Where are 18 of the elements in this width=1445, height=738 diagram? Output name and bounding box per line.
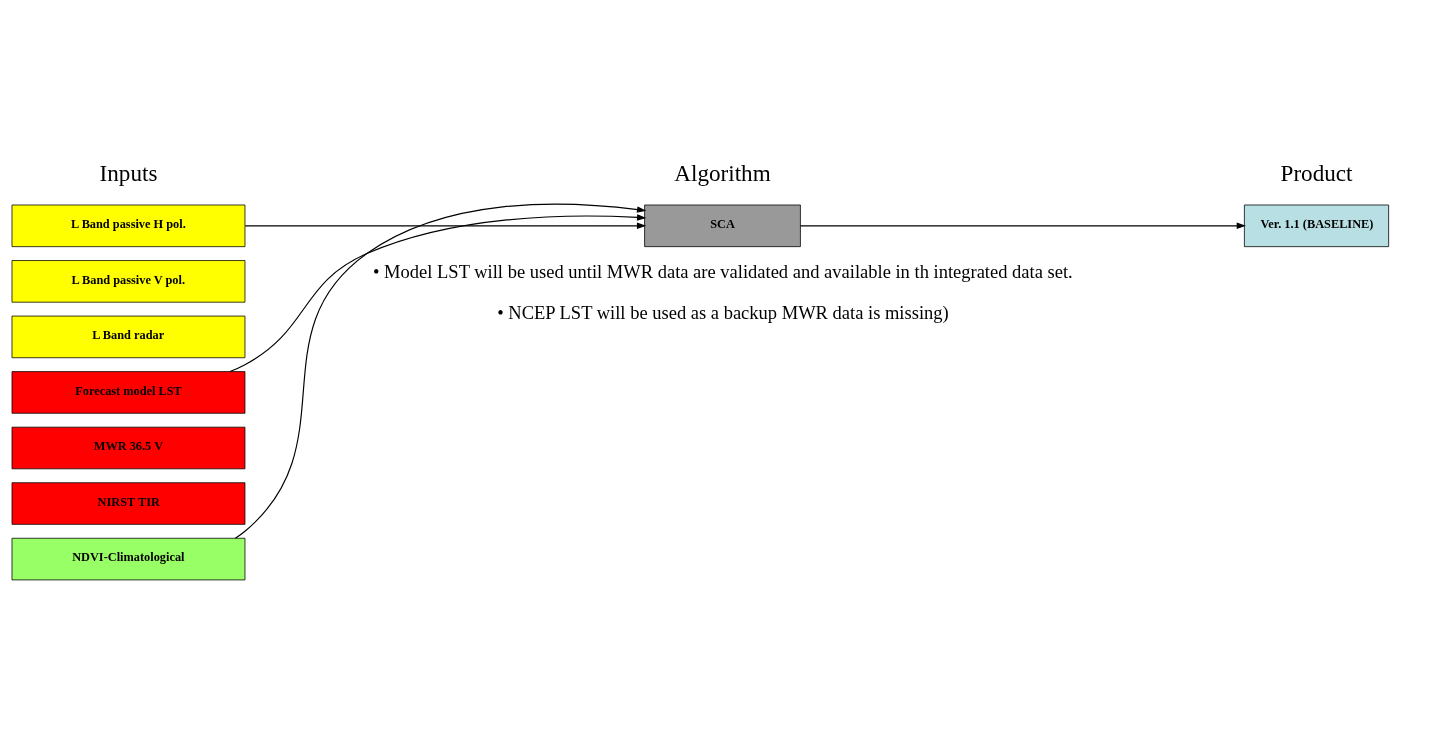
- label: Inputs: [99, 159, 158, 186]
- node-box: L Band passive V pol.: [11, 259, 246, 303]
- node-box: NIRST TIR: [11, 481, 246, 525]
- arrow: [244, 222, 647, 229]
- node-box: NDVI-Climatological: [11, 537, 246, 580]
- label: • NCEP LST will be used as a backup MWR data is missing): [497, 302, 949, 323]
- node-box: SCA: [644, 204, 801, 247]
- node-box: L Band passive H pol.: [11, 204, 246, 247]
- arrow: [229, 213, 647, 372]
- node-box: Forecast model LST: [11, 370, 246, 414]
- node-box: MWR 36.5 V: [11, 426, 246, 469]
- label: Product: [1280, 159, 1353, 186]
- label: • Model LST will be used until MWR data are validated and available in th integrated data set.: [373, 261, 1073, 282]
- arrow: [234, 203, 647, 539]
- node-box: Ver. 1.1 (BASELINE): [1244, 204, 1390, 247]
- arrow: [799, 222, 1246, 229]
- label: Algorithm: [674, 159, 771, 186]
- node-box: L Band radar: [11, 315, 246, 358]
